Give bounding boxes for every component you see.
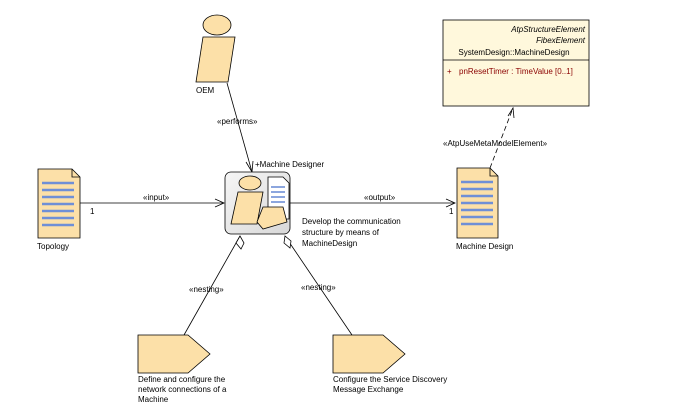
- subtask-left-line-2: network connections of a: [138, 385, 227, 394]
- topology-multiplicity: 1: [90, 207, 95, 216]
- class-attribute: pnResetTimer : TimeValue [0..1]: [459, 67, 573, 76]
- machine-design-class-box[interactable]: [442, 19, 590, 107]
- task-description-line-1: Develop the communication: [302, 217, 401, 226]
- class-name: SystemDesign::MachineDesign: [458, 48, 569, 57]
- subtask-right-icon[interactable]: [332, 334, 406, 374]
- oem-role-icon[interactable]: [195, 14, 236, 83]
- class-stereotype-1: AtpStructureElement: [510, 25, 586, 34]
- nesting-edge-left: [183, 235, 245, 336]
- task-description-line-3: MachineDesign: [302, 239, 357, 248]
- performs-label: «performs»: [217, 117, 258, 126]
- nesting-label-left: «nesting»: [189, 285, 224, 294]
- machine-design-label: Machine Design: [456, 242, 513, 251]
- output-label: «output»: [364, 193, 396, 202]
- input-edge: [80, 198, 225, 208]
- machine-designer-label: +Machine Designer: [255, 160, 324, 169]
- subtask-left-line-1: Define and configure the: [138, 375, 226, 384]
- machine-design-document-icon[interactable]: [456, 167, 499, 239]
- subtask-left-line-3: Machine: [138, 395, 169, 404]
- topology-document-icon[interactable]: [37, 168, 81, 239]
- oem-label: OEM: [196, 86, 215, 95]
- task-description-line-2: structure by means of: [302, 228, 380, 237]
- machine-design-multiplicity: 1: [449, 207, 454, 216]
- subtask-right-line-1: Configure the Service Discovery: [333, 375, 447, 384]
- class-attribute-visibility: +: [447, 67, 452, 76]
- task-definition-icon[interactable]: [224, 171, 291, 235]
- topology-label: Topology: [37, 242, 69, 251]
- nesting-label-right: «nesting»: [301, 283, 336, 292]
- performs-edge: [226, 82, 254, 174]
- class-stereotype-2: FibexElement: [536, 36, 586, 45]
- use-meta-edge: [489, 106, 515, 169]
- subtask-right-line-2: Message Exchange: [333, 385, 404, 394]
- nesting-edge-right: [283, 235, 353, 336]
- use-meta-label: «AtpUseMetaModelElement»: [443, 139, 548, 148]
- input-label: «input»: [143, 193, 170, 202]
- output-edge: [290, 198, 456, 208]
- subtask-left-icon[interactable]: [137, 334, 211, 374]
